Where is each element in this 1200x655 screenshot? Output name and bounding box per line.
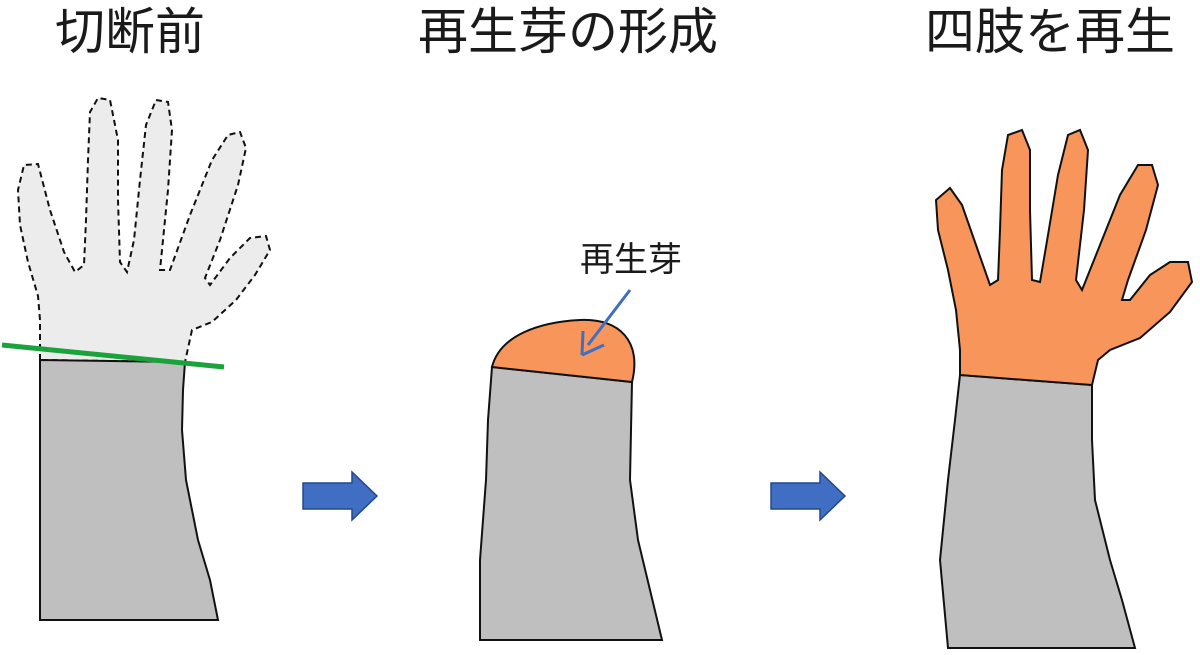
blastema-label: 再生芽 bbox=[580, 240, 682, 280]
stage-title-blastema-formation: 再生芽の形成 bbox=[418, 3, 718, 61]
blastema bbox=[490, 318, 636, 384]
stage-title-limb-regenerated: 四肢を再生 bbox=[925, 3, 1175, 61]
arrow-right-icon bbox=[770, 470, 847, 522]
forearm-regenerated bbox=[938, 373, 1137, 649]
annotation-pointer bbox=[586, 289, 632, 346]
hand-ghost bbox=[16, 96, 272, 364]
forearm-stump bbox=[479, 365, 664, 641]
arrow-right-icon bbox=[302, 470, 379, 522]
forearm-intact bbox=[39, 358, 220, 621]
stage-limb-regenerated bbox=[934, 128, 1194, 649]
stage-title-before-amputation: 切断前 bbox=[55, 3, 205, 61]
amputation-line bbox=[1, 342, 225, 370]
stage-before-amputation bbox=[1, 96, 272, 621]
annotation-pointer-head bbox=[580, 330, 605, 357]
stage-blastema-formation bbox=[479, 289, 664, 641]
regenerated-hand bbox=[934, 128, 1194, 387]
